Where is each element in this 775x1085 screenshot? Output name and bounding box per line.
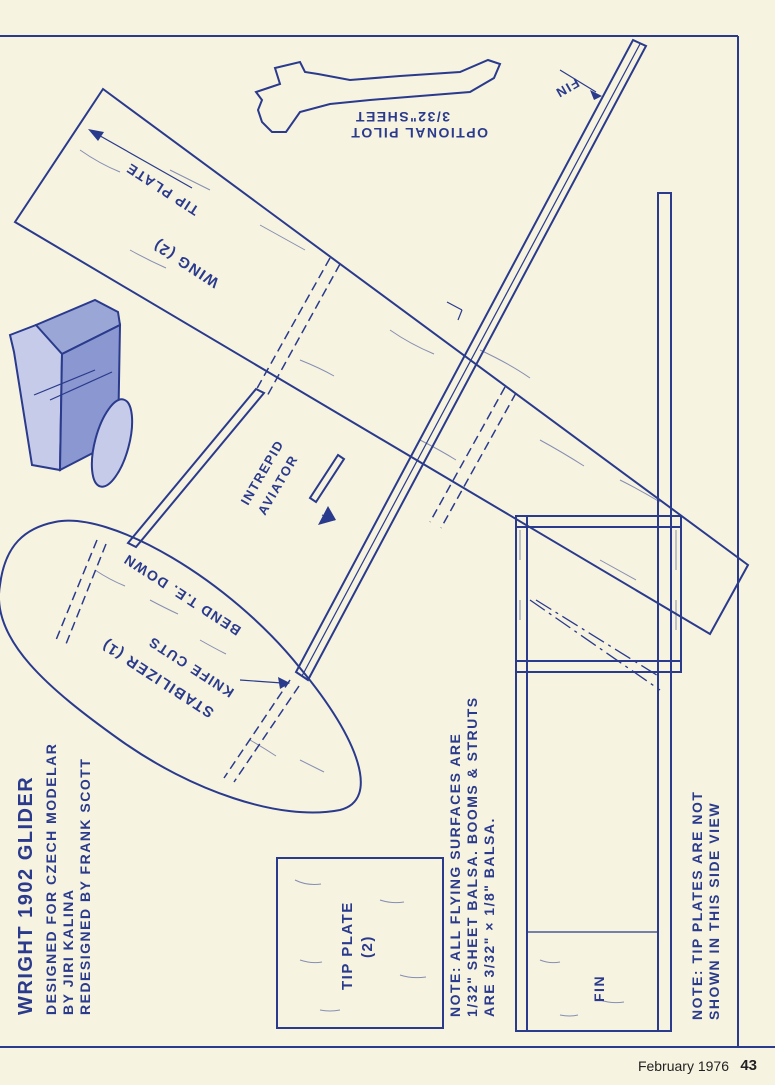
note-tip-plates-line-2: SHOWN IN THIS SIDE VIEW [706,802,722,1020]
aviator [308,453,346,525]
page-footer: February 1976 43 [0,1050,775,1085]
note-tip-plates-line-1: NOTE: TIP PLATES ARE NOT [689,791,705,1020]
fin-side-label: FIN [591,975,607,1002]
biplane-illustration [8,298,134,488]
pilot-label-2: 3/32"SHEET [354,109,450,125]
credits-line-1: DESIGNED FOR CZECH MODELAR [43,743,59,1015]
issue-date: February 1976 [637,1058,729,1074]
boom-second [126,301,463,549]
tip-plate-label-1: TIP PLATE [339,901,356,990]
tip-plate-piece [276,857,444,1029]
title: WRIGHT 1902 GLIDER [15,776,37,1015]
page-number: 43 [740,1057,757,1074]
note-materials-line-1: NOTE: ALL FLYING SURFACES ARE [447,733,463,1017]
pilot-label-1: OPTIONAL PILOT [350,125,488,141]
page-border [0,35,775,1048]
stabilizer [0,519,362,814]
tip-plate-arrow-label: TIP PLATE [123,160,202,219]
side-view [515,192,682,1032]
fin-top-label: FIN [552,75,582,101]
note-materials-line-2: 1/32" SHEET BALSA. BOOMS & STRUTS [464,696,480,1017]
wing [13,87,750,678]
knife-cuts-arrow [239,677,290,689]
pilot-silhouette [254,58,502,133]
credits-line-2: BY JIRI KALINA [60,888,76,1015]
note-materials-line-3: ARE 3/32" × 1/8" BALSA. [481,817,497,1017]
fin-arrow [559,69,602,100]
credits-line-3: REDESIGNED BY FRANK SCOTT [77,758,93,1015]
tip-plate-arrow [88,129,193,189]
tip-plate-label-2: (2) [359,935,376,958]
wing-label: WING (2) [150,236,222,291]
